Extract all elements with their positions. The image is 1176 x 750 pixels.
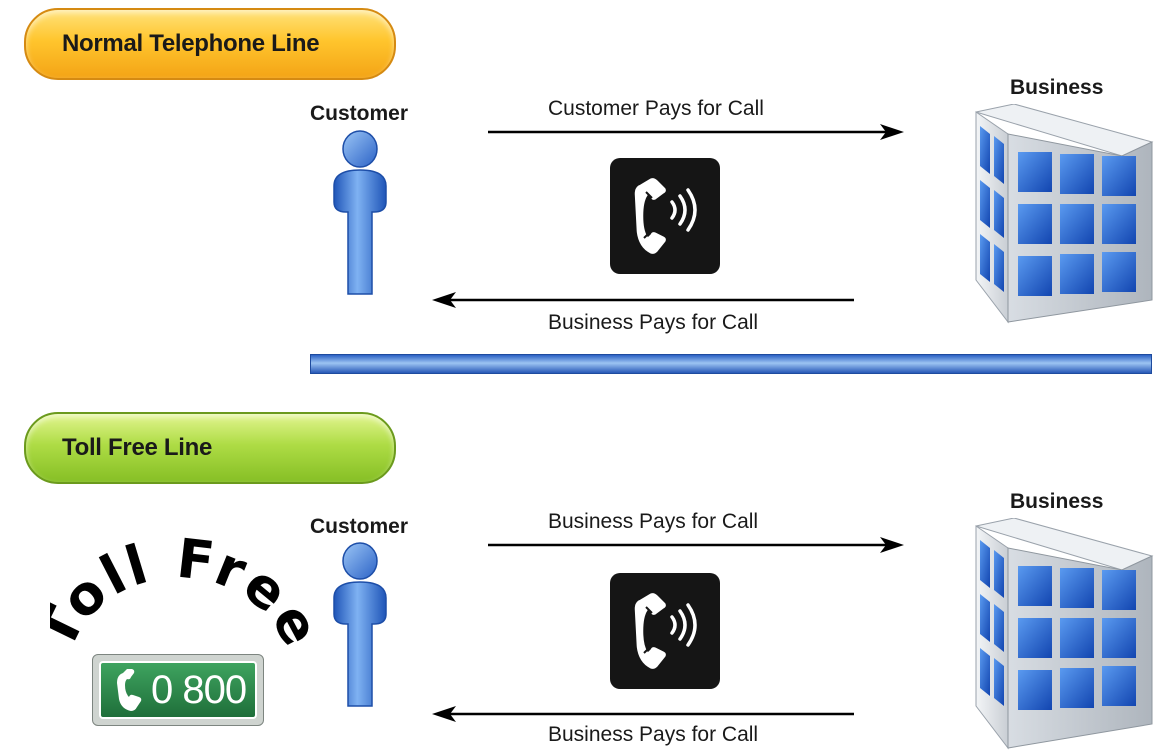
left-arrow — [432, 706, 854, 722]
right-arrow — [488, 537, 904, 553]
person-icon — [333, 542, 387, 707]
section-divider — [310, 354, 1152, 374]
svg-text:Toll Free: Toll Free — [50, 527, 310, 659]
phone-icon — [610, 158, 720, 274]
business-label: Business — [1010, 490, 1104, 513]
phone-handset-glyph — [633, 591, 697, 671]
normal-line-title-pill: Normal Telephone Line — [24, 8, 396, 80]
business-label: Business — [1010, 76, 1104, 99]
toll-free-text: Toll Free — [50, 527, 310, 659]
building-icon — [975, 518, 1154, 750]
left-arrow — [432, 292, 854, 308]
bottom-arrow-label: Business Pays for Call — [548, 723, 759, 746]
top-arrow-label: Customer Pays for Call — [548, 97, 764, 120]
sign-number: 0 800 — [151, 667, 247, 712]
phone-icon — [610, 573, 720, 689]
toll-free-title: Toll Free Line — [62, 434, 213, 461]
toll-free-sign: 0 800 — [92, 654, 264, 726]
right-arrow — [488, 124, 904, 140]
phone-handset-icon — [117, 669, 142, 711]
person-icon — [333, 130, 387, 295]
toll-free-title-pill: Toll Free Line — [24, 412, 396, 484]
sign-face: 0 800 — [99, 661, 257, 719]
normal-line-title: Normal Telephone Line — [62, 30, 320, 57]
customer-label: Customer — [310, 102, 409, 125]
phone-handset-glyph — [633, 176, 697, 256]
bottom-arrow-label: Business Pays for Call — [548, 311, 759, 334]
building-icon — [975, 104, 1154, 324]
toll-free-badge: Toll Free — [50, 527, 310, 659]
top-arrow-label: Business Pays for Call — [548, 510, 759, 533]
customer-label: Customer — [310, 515, 409, 538]
